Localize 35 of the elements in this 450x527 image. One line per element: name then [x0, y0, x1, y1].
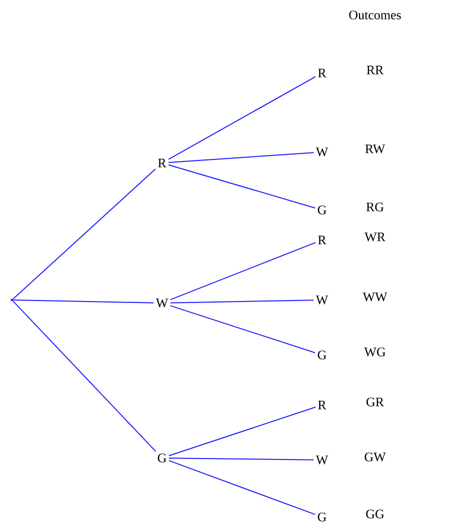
branch-label: W [156, 298, 168, 308]
branch-label: G [318, 350, 326, 360]
outcome-label: GG [366, 510, 384, 518]
branch-label: W [316, 148, 328, 156]
branch-line [170, 300, 314, 304]
outcome-label: RG [366, 202, 384, 212]
branch-label: G [158, 454, 166, 462]
branch-label: R [318, 400, 326, 410]
branch-label: W [316, 296, 328, 304]
branch-label: R [318, 68, 326, 78]
root-point [10, 298, 14, 302]
branch-line [168, 458, 314, 460]
branch-line [168, 152, 314, 164]
branch-line [12, 300, 156, 452]
outcome-label: GW [364, 452, 386, 462]
heading: Outcomes [349, 10, 401, 20]
branch-line [12, 168, 156, 300]
branch-label: W [316, 456, 328, 464]
branch-line [170, 305, 316, 354]
outcome-label: RR [366, 66, 384, 74]
branch-line [12, 300, 154, 304]
outcome-label: GR [366, 398, 384, 406]
outcome-label: WW [362, 292, 388, 302]
branch-line [168, 406, 316, 456]
outcome-label: WG [364, 348, 386, 356]
branch-line [168, 164, 316, 208]
branch-line [168, 76, 316, 160]
branch-label: R [318, 236, 326, 244]
outcome-label: RW [365, 144, 386, 154]
outcome-label: WR [364, 232, 386, 242]
branch-label: R [158, 158, 166, 168]
branch-line [170, 242, 316, 300]
branch-label: G [318, 512, 326, 522]
branch-line [168, 460, 316, 515]
branch-label: G [318, 206, 326, 214]
